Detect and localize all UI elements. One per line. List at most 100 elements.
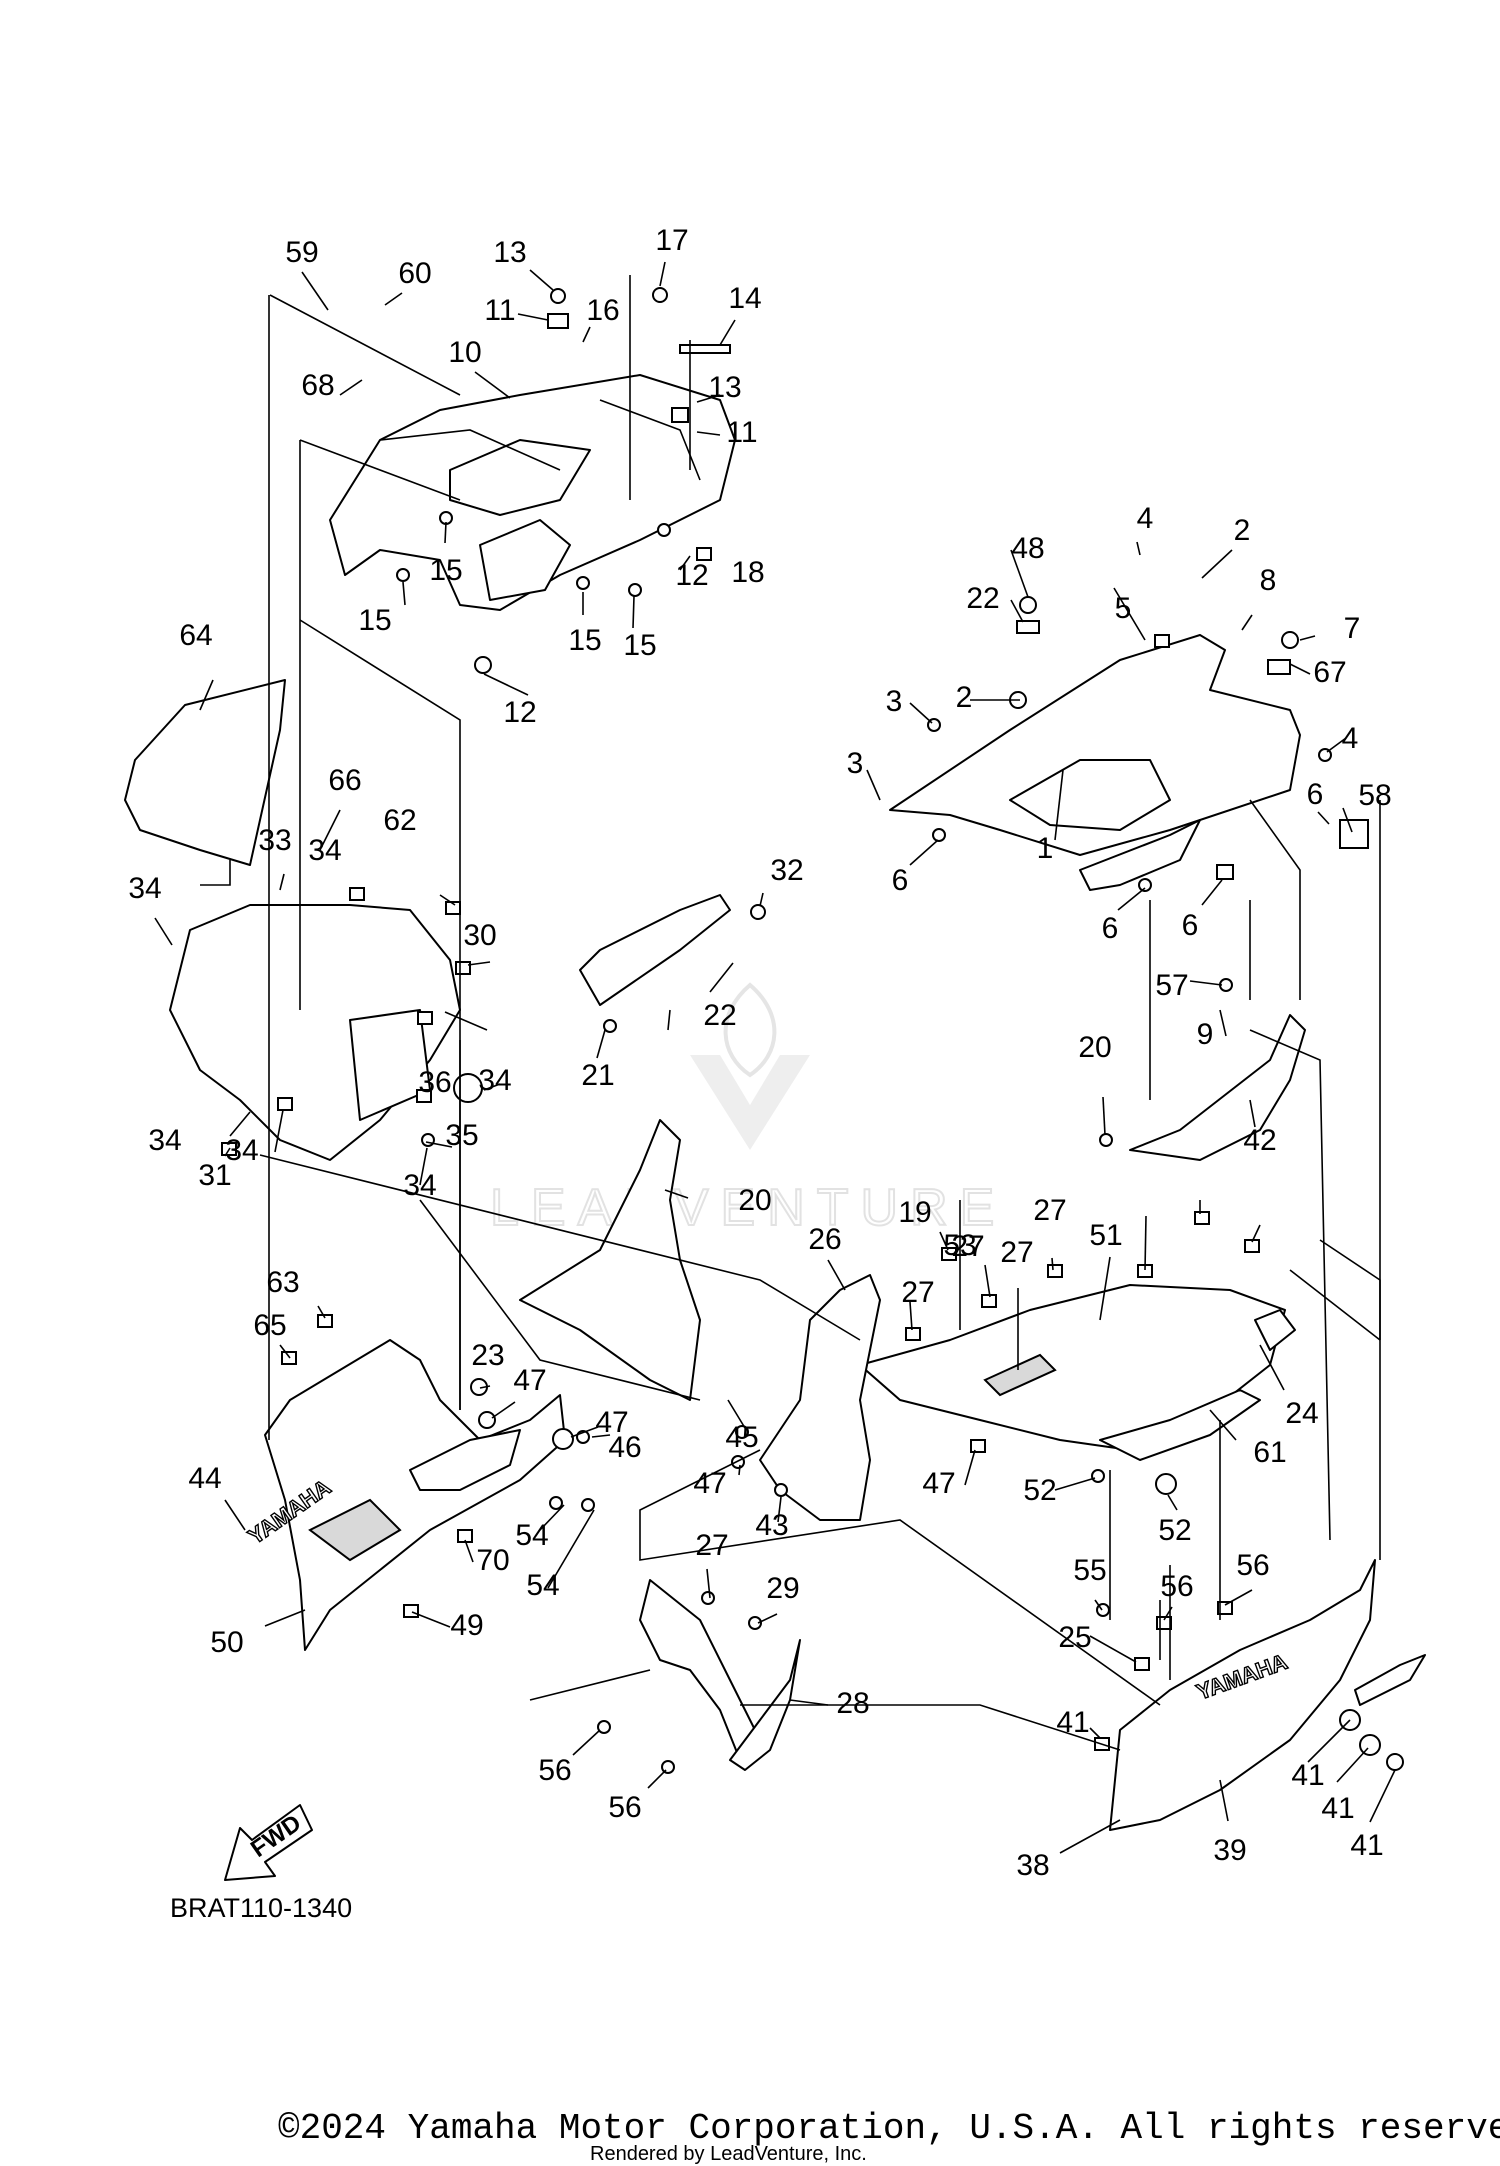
callout-34: 34 xyxy=(478,1064,511,1097)
callout-3: 3 xyxy=(886,685,903,718)
callout-15: 15 xyxy=(429,554,462,587)
callout-6: 6 xyxy=(892,864,909,897)
callout-11: 11 xyxy=(726,416,757,449)
callout-61: 61 xyxy=(1253,1436,1286,1469)
callout-15: 15 xyxy=(623,629,656,662)
callout-2: 2 xyxy=(1234,514,1251,547)
callout-20: 20 xyxy=(1078,1031,1111,1064)
callout-10: 10 xyxy=(448,336,481,369)
callout-4: 4 xyxy=(1342,722,1359,755)
callout-33: 33 xyxy=(258,824,291,857)
rendered-by-notice: Rendered by LeadVenture, Inc. xyxy=(590,2143,867,2165)
callout-9: 9 xyxy=(1197,1018,1214,1051)
callout-15: 15 xyxy=(568,624,601,657)
part-30-inner-panel xyxy=(169,904,461,1161)
callout-62: 62 xyxy=(383,804,416,837)
callout-41: 41 xyxy=(1291,1759,1324,1792)
callout-11: 11 xyxy=(484,294,515,327)
part-53-inner-panel xyxy=(519,1119,701,1401)
callout-56: 56 xyxy=(608,1791,641,1824)
callout-56: 56 xyxy=(538,1754,571,1787)
callout-34: 34 xyxy=(148,1124,181,1157)
callout-23: 23 xyxy=(471,1339,504,1372)
assembly-lines xyxy=(200,275,1381,1751)
callout-35: 35 xyxy=(445,1119,478,1152)
part-37-lower-cowl xyxy=(1109,1559,1426,1831)
callout-34: 34 xyxy=(403,1169,436,1202)
callout-59: 59 xyxy=(285,236,318,269)
callout-16: 16 xyxy=(586,294,619,327)
part-43-lower-cowl xyxy=(264,1339,566,1651)
callout-52: 52 xyxy=(1158,1514,1191,1547)
callout-68: 68 xyxy=(301,369,334,402)
callout-47: 47 xyxy=(693,1467,726,1500)
callout-55: 55 xyxy=(1073,1554,1106,1587)
callout-27: 27 xyxy=(695,1529,728,1562)
part-51-inner-panel xyxy=(759,1274,881,1521)
watermark-logo: LEADVENTURE xyxy=(489,982,1006,1238)
callout-57: 57 xyxy=(1155,969,1188,1002)
leader-lines xyxy=(154,261,1396,1854)
callout-54: 54 xyxy=(526,1569,559,1602)
callout-58: 58 xyxy=(1358,779,1391,812)
hardware-fasteners xyxy=(221,287,1404,1774)
callout-47: 47 xyxy=(922,1467,955,1500)
callout-25: 25 xyxy=(1058,1621,1091,1654)
callout-20: 20 xyxy=(738,1184,771,1217)
callout-32: 32 xyxy=(770,854,803,887)
callout-41: 41 xyxy=(1350,1829,1383,1862)
callout-27: 27 xyxy=(901,1276,934,1309)
callout-47: 47 xyxy=(513,1364,546,1397)
callout-53: 53 xyxy=(943,1229,976,1262)
callout-17: 17 xyxy=(655,224,688,257)
part-65-rear-trim xyxy=(1254,1309,1296,1351)
callout-19: 19 xyxy=(898,1196,931,1229)
callout-28: 28 xyxy=(836,1687,869,1720)
callout-30: 30 xyxy=(463,919,496,952)
callout-15: 15 xyxy=(358,604,391,637)
callout-64: 64 xyxy=(179,619,212,652)
callout-34: 34 xyxy=(225,1134,258,1167)
callout-6: 6 xyxy=(1102,912,1119,945)
callout-41: 41 xyxy=(1321,1792,1354,1825)
callout-5: 5 xyxy=(1115,592,1132,625)
callout-41: 41 xyxy=(1056,1706,1089,1739)
callout-54: 54 xyxy=(515,1519,548,1552)
callout-52: 52 xyxy=(1023,1474,1056,1507)
callout-1: 1 xyxy=(1037,832,1054,865)
callout-36: 36 xyxy=(418,1066,451,1099)
part-63-lower-panel xyxy=(859,1284,1286,1451)
callout-34: 34 xyxy=(308,834,341,867)
callout-43: 43 xyxy=(755,1509,788,1542)
callout-26: 26 xyxy=(808,1223,841,1256)
part-1-side-cover xyxy=(889,634,1301,891)
callout-34: 34 xyxy=(128,872,161,905)
callout-66: 66 xyxy=(328,764,361,797)
callout-46: 46 xyxy=(608,1431,641,1464)
callout-50: 50 xyxy=(210,1626,243,1659)
callout-6: 6 xyxy=(1307,778,1324,811)
callout-4: 4 xyxy=(1137,502,1154,535)
part-64-windscreen xyxy=(124,679,286,866)
callout-24: 24 xyxy=(1285,1397,1318,1430)
callout-27: 27 xyxy=(1033,1194,1066,1227)
callout-21: 21 xyxy=(581,1059,614,1092)
callout-27: 27 xyxy=(1000,1236,1033,1269)
callout-12: 12 xyxy=(675,559,708,592)
part-55-deflector xyxy=(639,1579,801,1771)
callout-39: 39 xyxy=(1213,1834,1246,1867)
callout-60: 60 xyxy=(398,257,431,290)
callout-65: 65 xyxy=(253,1309,286,1342)
callout-6: 6 xyxy=(1182,909,1199,942)
callout-22: 22 xyxy=(703,999,736,1032)
part-19-rail xyxy=(1129,1014,1306,1161)
callout-2: 2 xyxy=(956,681,973,714)
callout-22: 22 xyxy=(966,582,999,615)
callout-13: 13 xyxy=(493,236,526,269)
watermark-text: LEADVENTURE xyxy=(490,1179,1006,1237)
callout-47: 47 xyxy=(595,1406,628,1439)
callout-44: 44 xyxy=(188,1462,221,1495)
callout-14: 14 xyxy=(728,282,761,315)
